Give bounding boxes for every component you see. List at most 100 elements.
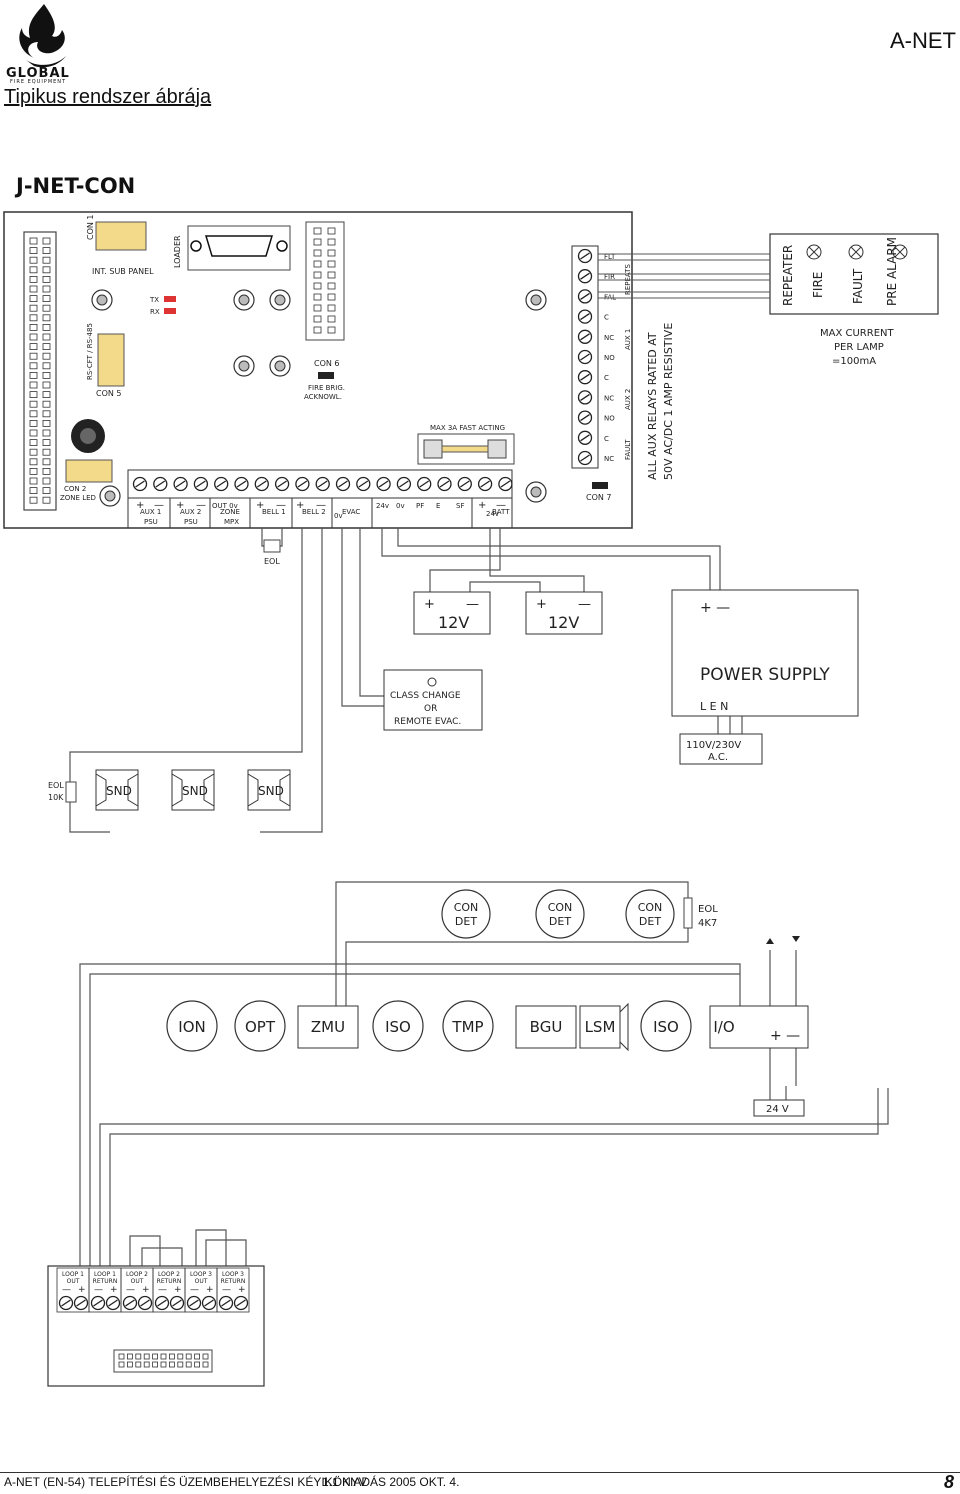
svg-text:REMOTE EVAC.: REMOTE EVAC. (394, 717, 461, 727)
svg-text:A.C.: A.C. (708, 752, 728, 763)
con1-pin (42, 256, 51, 264)
loop-terminal-label: LOOP 3 (190, 1271, 212, 1278)
conventional-detector (441, 889, 491, 939)
svg-text:—: — (496, 500, 506, 511)
rx-led (164, 308, 176, 314)
con6-pin (327, 282, 336, 290)
con1-pin (29, 256, 38, 264)
con7-jumper (592, 482, 608, 489)
con1-pin (29, 314, 38, 322)
svg-text:—: — (158, 1285, 167, 1295)
battery-1: +— 12V (413, 591, 491, 635)
logo-text: GLOBAL (6, 66, 70, 81)
detector-wiring (79, 881, 889, 1268)
section-title: J-NET-CON (16, 174, 136, 198)
loop-terminal-sublabel: OUT (195, 1278, 208, 1285)
con1-pin (42, 266, 51, 274)
loop-device-label: LSM (585, 1018, 616, 1036)
terminal-group-label: ZONE (220, 508, 240, 516)
con1-pin (29, 304, 38, 312)
con5-connector (97, 333, 125, 387)
con1-pin (29, 391, 38, 399)
logo-subtitle: FIRE EQUIPMENT (10, 79, 67, 85)
terminal-group-label: AUX 2 (180, 508, 201, 516)
con1-pin (42, 439, 51, 447)
con1-pin (29, 237, 38, 245)
loop-connector-pin (185, 1361, 192, 1368)
eol-10k-label-1: EOL (48, 781, 64, 790)
loop-terminal-label: LOOP 2 (126, 1271, 148, 1278)
svg-text:—: — (316, 500, 326, 511)
loop-detector (234, 1000, 286, 1052)
loop-connector-pin (185, 1353, 192, 1360)
conventional-detector (625, 889, 675, 939)
relay-rating-1: ALL AUX RELAYS RATED AT (646, 332, 659, 480)
out-0v-label: OUT 0v (212, 502, 238, 510)
loop-board-connector (113, 1349, 213, 1373)
con6-pin (327, 326, 336, 334)
con1-pin (29, 429, 38, 437)
relay-terminal-label: NO (604, 415, 615, 423)
con1-pin (29, 343, 38, 351)
svg-text:+: + (478, 500, 486, 511)
loop-connector-pin (135, 1361, 142, 1368)
con1-pin (29, 439, 38, 447)
svg-text:+: + (296, 500, 304, 511)
con6-pin (327, 227, 336, 235)
relay-terminal-label: NC (604, 334, 614, 342)
power-supply: + — POWER SUPPLY L E N (671, 589, 859, 717)
con6-pin (313, 249, 322, 257)
con1-pin (29, 352, 38, 360)
svg-text:—: — (578, 597, 591, 612)
loop-device-label: I/O (713, 1018, 734, 1036)
loop-connector-pin (143, 1353, 150, 1360)
con5-label: CON 5 (96, 389, 122, 398)
loop-connector-pin (135, 1353, 142, 1360)
loop-connector-pin (194, 1353, 201, 1360)
con1-pin (29, 448, 38, 456)
loop-device-label: ISO (653, 1018, 679, 1036)
io-module (709, 1005, 809, 1049)
panel-wiring (69, 528, 743, 833)
con1-pin (29, 400, 38, 408)
footer-manual-title: A-NET (EN-54) TELEPÍTÉSI ÉS ÜZEMBEHELYEZ… (4, 1475, 367, 1489)
con6-pin (327, 293, 336, 301)
svg-text:+: + (238, 1285, 246, 1295)
con6-pin (327, 304, 336, 312)
relay-terminal-label: C (604, 374, 609, 382)
mounting-holes (91, 289, 547, 507)
loop-terminal-sublabel: RETURN (157, 1278, 182, 1285)
loop-connector-pin (118, 1353, 125, 1360)
con6-pin (327, 315, 336, 323)
sub-panel-connector (95, 221, 147, 251)
con6-pin (313, 315, 322, 323)
loader-db9-connector (187, 225, 291, 271)
con6-pin (313, 304, 322, 312)
con1-pin (29, 362, 38, 370)
relay-terminal-label: FAL (604, 293, 616, 301)
svg-text:—: — (94, 1285, 103, 1295)
svg-text:+ —: + — (770, 1028, 800, 1044)
loop-connector-pin (127, 1353, 133, 1360)
psu-terminal-label: 24v (376, 502, 389, 510)
con1-pin (29, 381, 38, 389)
loop-connector-pin (177, 1353, 184, 1360)
svg-text:—: — (196, 500, 206, 511)
loop-connector-pin (168, 1353, 175, 1360)
con1-pin (29, 275, 38, 283)
svg-text:+: + (136, 500, 144, 511)
footer-edition: 1.1 KIADÁS 2005 OKT. 4. (322, 1475, 460, 1489)
svg-text:DET: DET (455, 915, 477, 928)
svg-text:CON: CON (454, 901, 479, 914)
con1-pin (29, 419, 38, 427)
sounder-label: SND (106, 784, 132, 798)
relay-terminal-label: C (604, 435, 609, 443)
con1-pin (42, 410, 51, 418)
con1-label: CON 1 (86, 215, 95, 241)
con1-pin (42, 487, 51, 495)
psu-terminal-label: 0v (396, 502, 405, 510)
con1-pin (42, 458, 51, 466)
loop-terminal-label: LOOP 1 (62, 1271, 84, 1278)
con1-pin (29, 371, 38, 379)
